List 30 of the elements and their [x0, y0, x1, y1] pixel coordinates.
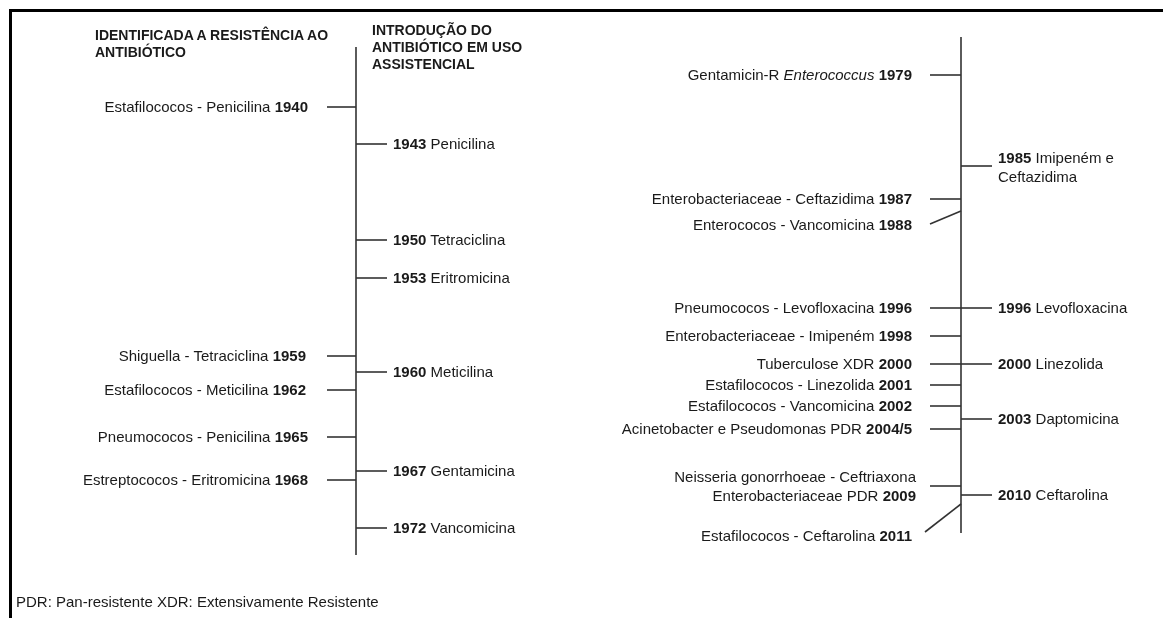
timeline-entry: Acinetobacter e Pseudomonas PDR 2004/5 — [621, 419, 912, 438]
timeline-entry: Shiguella - Tetraciclina 1959 — [118, 346, 306, 365]
timeline-entry: Estafilococos - Vancomicina 2002 — [688, 396, 912, 415]
timeline-entry: Neisseria gonorrhoeae - Ceftriaxona Enterobacteriaceae PDR 2009 — [673, 467, 916, 505]
column-heading: IDENTIFICADA A RESISTÊNCIA AO ANTIBIÓTICO — [95, 27, 330, 61]
timeline-entry: 1985 Imipeném e Ceftazidima — [998, 148, 1115, 186]
timeline-entry: 1953 Eritromicina — [393, 268, 510, 287]
timeline-entry: 1950 Tetraciclina — [393, 230, 506, 249]
timeline-entry: Enterobacteriaceae - Ceftazidima 1987 — [651, 189, 912, 208]
timeline-entry: Enterococos - Vancomicina 1988 — [693, 215, 912, 234]
timeline-entry: Pneumococos - Penicilina 1965 — [97, 427, 308, 446]
timeline-entry: 1996 Levofloxacina — [998, 298, 1128, 317]
timeline-entry: Gentamicin-R Enterococcus 1979 — [687, 65, 912, 84]
timeline-entry: 1960 Meticilina — [393, 362, 494, 381]
timeline-entry: 1972 Vancomicina — [393, 518, 516, 537]
footnote: PDR: Pan-resistente XDR: Extensivamente Resistente — [16, 592, 379, 611]
timeline-entry: 1943 Penicilina — [393, 134, 495, 153]
timeline-entry: Estafilococos - Meticilina 1962 — [104, 380, 306, 399]
timeline-entry: 2003 Daptomicina — [998, 409, 1119, 428]
column-heading: INTRODUÇÃO DO ANTIBIÓTICO EM USO ASSISTENCIAL — [372, 22, 524, 73]
timeline-entry: Estafilococos - Penicilina 1940 — [104, 97, 308, 116]
timeline-entry: Tuberculose XDR 2000 — [756, 354, 912, 373]
timeline-entry: Estafilococos - Linezolida 2001 — [705, 375, 912, 394]
timeline-entry: Pneumococos - Levofloxacina 1996 — [674, 298, 912, 317]
timeline-entry: 2010 Ceftarolina — [998, 485, 1109, 504]
timeline-entry: Enterobacteriaceae - Imipeném 1998 — [665, 326, 912, 345]
timeline-entry: 2000 Linezolida — [998, 354, 1104, 373]
timeline-entry: Estreptococos - Eritromicina 1968 — [82, 470, 308, 489]
timeline-entry: 1967 Gentamicina — [393, 461, 515, 480]
timeline-entry: Estafilococos - Ceftarolina 2011 — [701, 526, 912, 545]
